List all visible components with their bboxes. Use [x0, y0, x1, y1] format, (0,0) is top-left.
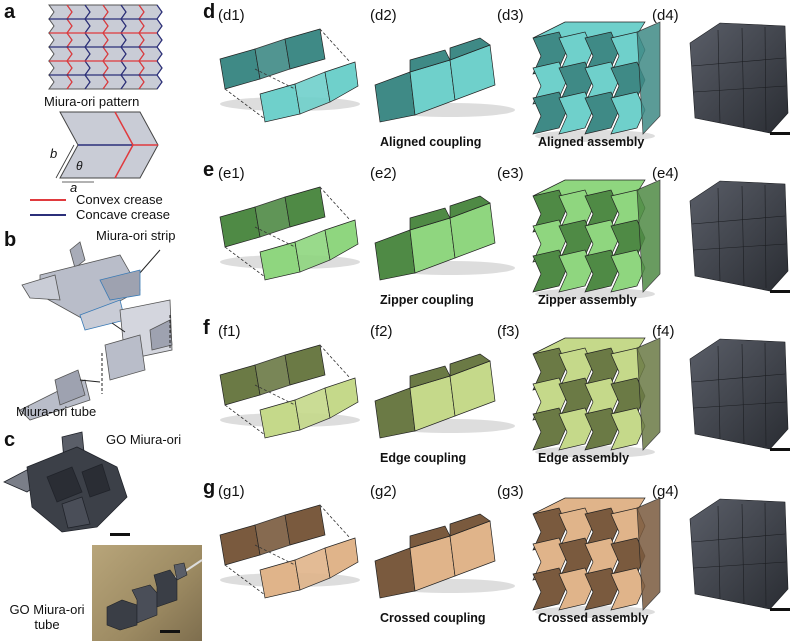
miura-ori-pattern-caption: Miura-ori pattern: [44, 94, 140, 109]
e-assembly-caption: Zipper assembly: [538, 293, 637, 307]
e3-assembly-diagram: [532, 179, 661, 300]
sublabel-f3: (f3): [497, 323, 520, 340]
panel-label-b: b: [4, 229, 17, 251]
g2-coupled-diagram: [374, 513, 515, 599]
miura-ori-tube-label: Miura-ori tube: [16, 404, 97, 419]
g3-assembly-diagram: [532, 497, 661, 618]
sublabel-g1: (g1): [218, 483, 245, 500]
f3-assembly-diagram: [532, 337, 661, 458]
miura-ori-pattern-diagram: [48, 4, 163, 90]
sublabel-e1: (e1): [218, 165, 245, 182]
go-miura-ori-photo: [3, 431, 128, 533]
g1-exploded-diagram: [219, 504, 360, 599]
sublabel-e2: (e2): [370, 165, 397, 182]
go-miura-ori-tube-photo: [92, 545, 203, 641]
sublabel-f4: (f4): [652, 323, 675, 340]
g-coupling-caption: Crossed coupling: [380, 611, 486, 625]
sublabel-d4: (d4): [652, 7, 679, 24]
f4-go-photo: [689, 338, 789, 450]
f2-coupled-diagram: [374, 353, 515, 439]
scale-bar-g4: [770, 608, 790, 611]
sublabel-g2: (g2): [370, 483, 397, 500]
d4-go-photo: [689, 22, 789, 134]
sublabel-f2: (f2): [370, 323, 393, 340]
panel-label-g: g: [203, 477, 216, 499]
convex-crease-swatch: [30, 199, 66, 201]
concave-crease-label: Concave crease: [76, 207, 170, 222]
e-coupling-caption: Zipper coupling: [380, 293, 474, 307]
d3-assembly-diagram: [532, 21, 661, 142]
panel-label-d: d: [203, 1, 216, 23]
d2-coupled-diagram: [374, 37, 515, 123]
scale-bar-c: [110, 533, 130, 536]
miura-ori-strip-label: Miura-ori strip: [96, 228, 176, 243]
miura-unit-cell-diagram: [55, 111, 159, 183]
panel-label-a: a: [4, 1, 16, 23]
go-tube-label-line2: tube: [34, 617, 60, 632]
f1-exploded-diagram: [219, 344, 360, 439]
e2-coupled-diagram: [374, 195, 515, 281]
go-miura-ori-label: GO Miura-ori: [106, 432, 182, 447]
go-tube-label-line1: GO Miura-ori: [9, 602, 85, 617]
sublabel-g3: (g3): [497, 483, 524, 500]
panel-label-c: c: [4, 429, 16, 451]
scale-bar-c-tube: [160, 630, 180, 633]
scale-bar-e4: [770, 290, 790, 293]
g-assembly-caption: Crossed assembly: [538, 611, 649, 625]
param-a: a: [70, 180, 78, 195]
g4-go-photo: [689, 498, 789, 610]
sublabel-d2: (d2): [370, 7, 397, 24]
param-theta: θ: [76, 159, 83, 173]
param-b: b: [50, 146, 58, 161]
miura-ori-strip-diagram: [19, 241, 173, 421]
concave-crease-swatch: [30, 214, 66, 216]
d-assembly-caption: Aligned assembly: [538, 135, 645, 149]
e4-go-photo: [689, 180, 789, 292]
d1-exploded-diagram: [219, 28, 360, 123]
scale-bar-f4: [770, 448, 790, 451]
d-coupling-caption: Aligned coupling: [380, 135, 482, 149]
e1-exploded-diagram: [219, 186, 360, 281]
sublabel-f1: (f1): [218, 323, 241, 340]
convex-crease-label: Convex crease: [76, 192, 163, 207]
f-coupling-caption: Edge coupling: [380, 451, 467, 465]
sublabel-d3: (d3): [497, 7, 524, 24]
sublabel-d1: (d1): [218, 7, 245, 24]
panel-label-e: e: [203, 159, 215, 181]
f-assembly-caption: Edge assembly: [538, 451, 630, 465]
panel-label-f: f: [203, 317, 210, 339]
sublabel-e3: (e3): [497, 165, 524, 182]
scale-bar-d4: [770, 132, 790, 135]
sublabel-e4: (e4): [652, 165, 679, 182]
sublabel-g4: (g4): [652, 483, 679, 500]
